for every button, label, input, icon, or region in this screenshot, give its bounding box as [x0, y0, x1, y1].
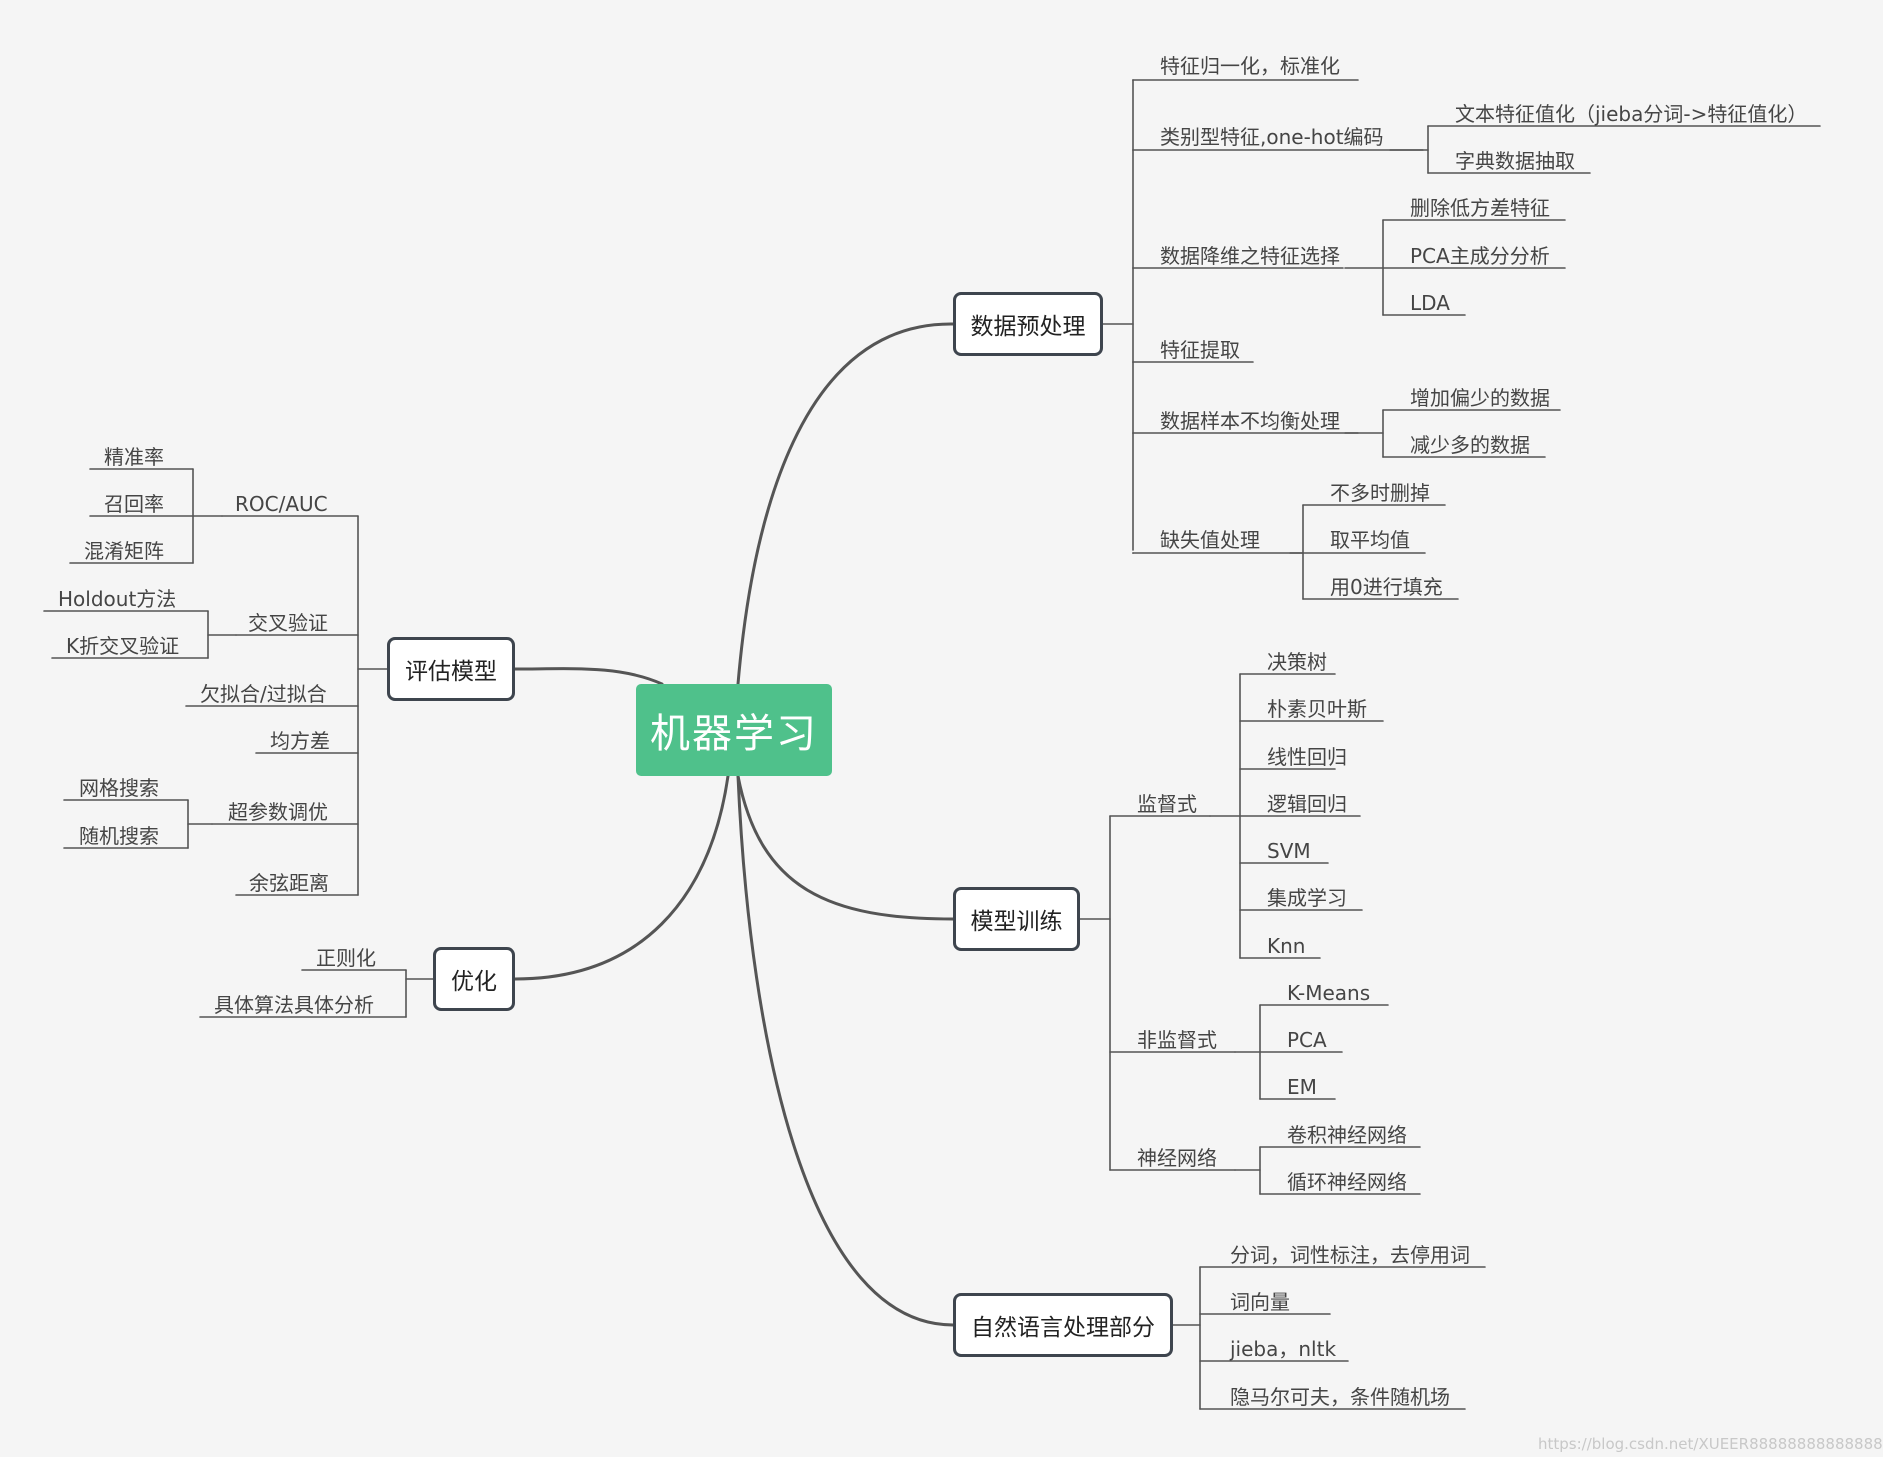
subtopic-pca-main[interactable]: PCA主成分分析	[1410, 244, 1550, 268]
subtopic-logistic-regression[interactable]: 逻辑回归	[1267, 792, 1347, 816]
subtopic-svm[interactable]: SVM	[1267, 839, 1311, 863]
topic-hyperparam[interactable]: 超参数调优	[228, 800, 328, 824]
subtopic-knn[interactable]: Knn	[1267, 934, 1306, 958]
branch-node-optimization[interactable]: 优化	[433, 947, 515, 1011]
topic-cosine-distance[interactable]: 余弦距离	[249, 871, 329, 895]
branch-curve-nlp	[736, 774, 955, 1327]
branch-curve-training	[736, 774, 955, 921]
topic-word-vectors[interactable]: 词向量	[1230, 1290, 1290, 1314]
subtopic-pca[interactable]: PCA	[1287, 1028, 1327, 1052]
subtopic-cnn[interactable]: 卷积神经网络	[1287, 1123, 1407, 1147]
topic-tokenization[interactable]: 分词，词性标注，去停用词	[1230, 1243, 1470, 1267]
watermark: https://blog.csdn.net/XUEER8888888888888…	[1538, 1435, 1883, 1453]
subtopic-confusion-matrix[interactable]: 混淆矩阵	[84, 539, 164, 563]
branch-curve-evaluation	[513, 667, 664, 686]
root-node[interactable]: 机器学习	[636, 684, 832, 776]
topic-hmm-crf[interactable]: 隐马尔可夫，条件随机场	[1230, 1385, 1450, 1409]
subtopic-lda[interactable]: LDA	[1410, 291, 1450, 315]
subtopic-em[interactable]: EM	[1287, 1075, 1317, 1099]
subtopic-holdout[interactable]: Holdout方法	[58, 587, 177, 611]
subtopic-precision[interactable]: 精准率	[104, 445, 164, 469]
subtopic-kmeans[interactable]: K-Means	[1287, 981, 1371, 1005]
subtopic-zero-fill[interactable]: 用0进行填充	[1330, 575, 1443, 599]
subtopic-grid-search[interactable]: 网格搜索	[79, 776, 159, 800]
topic-imbalance[interactable]: 数据样本不均衡处理	[1160, 409, 1340, 433]
branch-node-nlp[interactable]: 自然语言处理部分	[953, 1293, 1173, 1357]
subtopic-oversample[interactable]: 增加偏少的数据	[1410, 386, 1550, 410]
subtopic-ensemble[interactable]: 集成学习	[1267, 886, 1347, 910]
branch-node-preprocess[interactable]: 数据预处理	[953, 292, 1103, 356]
subtopic-rnn[interactable]: 循环神经网络	[1287, 1170, 1407, 1194]
subtopic-undersample[interactable]: 减少多的数据	[1410, 433, 1530, 457]
subtopic-naive-bayes[interactable]: 朴素贝叶斯	[1267, 697, 1367, 721]
topic-jieba-nltk[interactable]: jieba，nltk	[1230, 1337, 1337, 1361]
topic-regularization[interactable]: 正则化	[316, 946, 376, 970]
topic-neural-network[interactable]: 神经网络	[1137, 1146, 1217, 1170]
subtopic-recall[interactable]: 召回率	[104, 492, 164, 516]
subtopic-dict-extract[interactable]: 字典数据抽取	[1455, 149, 1575, 173]
subtopic-low-variance[interactable]: 删除低方差特征	[1410, 196, 1550, 220]
topic-dim-reduction[interactable]: 数据降维之特征选择	[1160, 244, 1340, 268]
subtopic-linear-regression[interactable]: 线性回归	[1267, 745, 1347, 769]
topic-feature-extract[interactable]: 特征提取	[1160, 338, 1240, 362]
subtopic-delete-few[interactable]: 不多时删掉	[1330, 481, 1430, 505]
branch-curve-preprocess	[736, 322, 955, 686]
subtopic-kfold[interactable]: K折交叉验证	[66, 634, 180, 658]
topic-feature-normalization[interactable]: 特征归一化，标准化	[1160, 54, 1340, 78]
topic-mse[interactable]: 均方差	[270, 729, 330, 753]
branch-node-evaluation[interactable]: 评估模型	[387, 637, 515, 701]
topic-algorithm-specific[interactable]: 具体算法具体分析	[214, 993, 374, 1017]
subtopic-text-feature[interactable]: 文本特征值化（jieba分词->特征值化）	[1455, 102, 1808, 126]
topic-one-hot-encoding[interactable]: 类别型特征,one-hot编码	[1160, 125, 1384, 149]
subtopic-random-search[interactable]: 随机搜索	[79, 824, 159, 848]
subtopic-decision-tree[interactable]: 决策树	[1267, 650, 1327, 674]
topic-supervised[interactable]: 监督式	[1137, 792, 1197, 816]
topic-unsupervised[interactable]: 非监督式	[1137, 1028, 1217, 1052]
topic-fitting[interactable]: 欠拟合/过拟合	[200, 682, 327, 706]
topic-cross-validation[interactable]: 交叉验证	[248, 611, 328, 635]
branch-node-training[interactable]: 模型训练	[953, 887, 1080, 951]
subtopic-mean-fill[interactable]: 取平均值	[1330, 528, 1410, 552]
topic-roc-auc[interactable]: ROC/AUC	[235, 492, 328, 516]
branch-curve-optimization	[513, 774, 730, 981]
topic-missing-values[interactable]: 缺失值处理	[1160, 528, 1260, 552]
